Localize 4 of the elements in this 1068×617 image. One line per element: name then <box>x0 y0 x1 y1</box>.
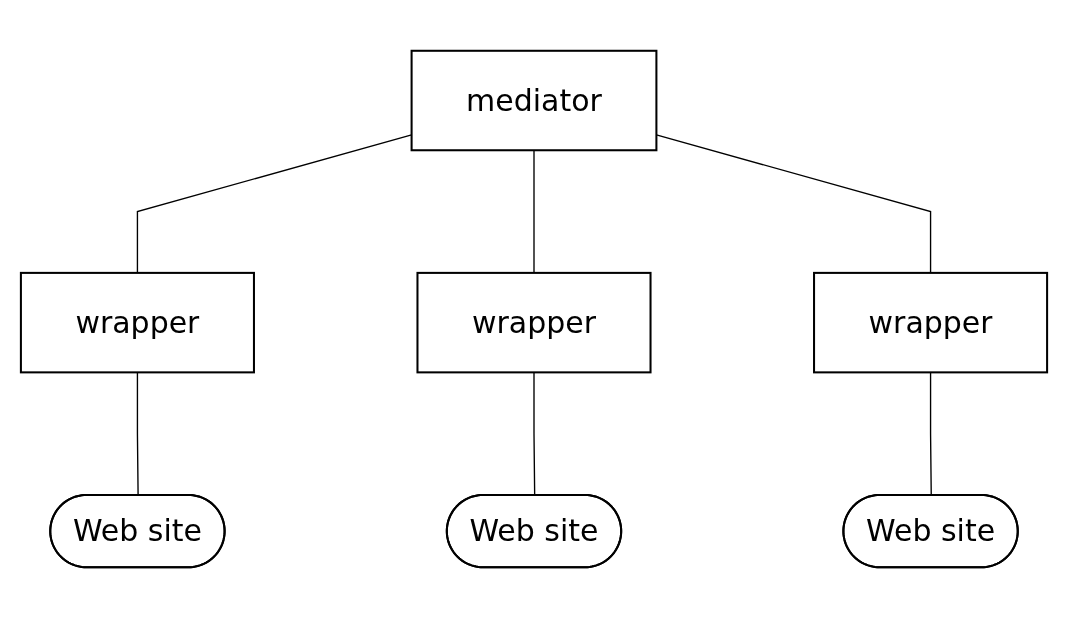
node-box: wrapper <box>416 271 652 373</box>
node-box: mediator <box>410 49 658 151</box>
node-box: wrapper <box>813 271 1049 373</box>
node-box: wrapper <box>19 271 255 373</box>
